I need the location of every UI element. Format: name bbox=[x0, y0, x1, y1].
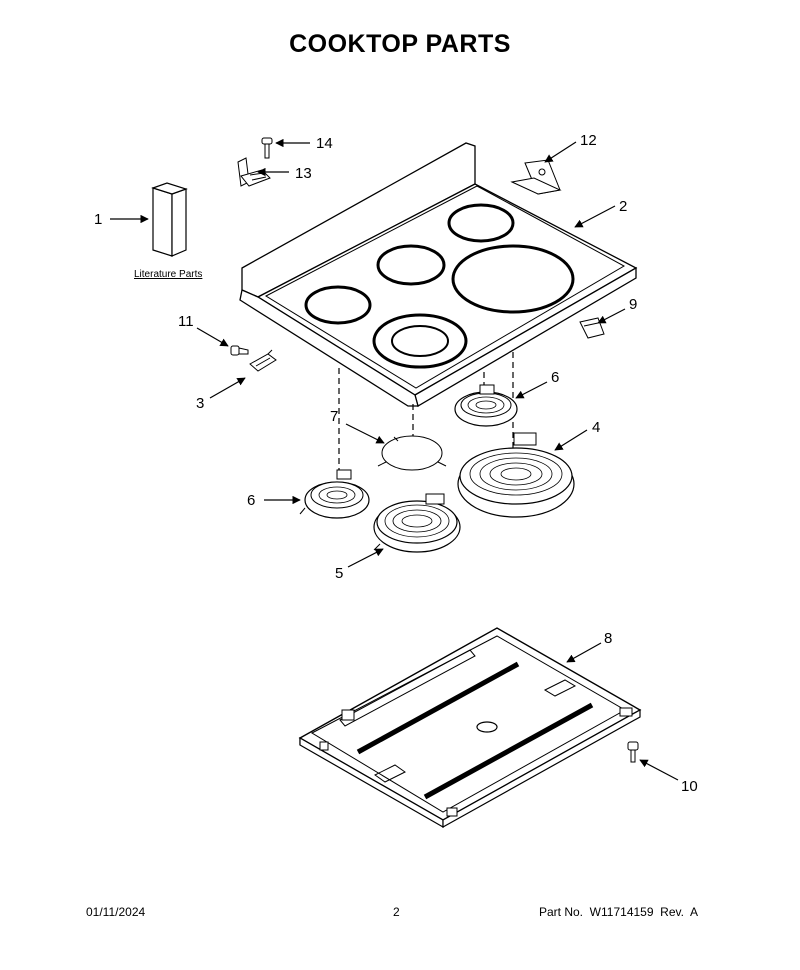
callout-1: 1 bbox=[94, 211, 102, 228]
switch-3 bbox=[249, 349, 277, 372]
callout-4: 4 bbox=[592, 419, 600, 436]
screw-10 bbox=[627, 741, 639, 763]
cooktop-main-top bbox=[239, 142, 638, 407]
callout-11: 11 bbox=[178, 313, 194, 330]
literature-parts-label: Literature Parts bbox=[134, 269, 202, 280]
footer-date: 01/11/2024 bbox=[86, 905, 146, 919]
callout-7: 7 bbox=[330, 408, 338, 425]
small-element-6-lower bbox=[299, 469, 370, 519]
screw-14 bbox=[261, 137, 273, 159]
medium-element-5 bbox=[373, 493, 461, 553]
callout-13: 13 bbox=[295, 165, 312, 182]
callout-14: 14 bbox=[316, 135, 333, 152]
clip-9 bbox=[579, 317, 605, 339]
callout-12: 12 bbox=[580, 132, 597, 149]
sensor-disc-7 bbox=[377, 435, 447, 471]
small-element-6-upper bbox=[454, 384, 518, 427]
page-title: COOKTOP PARTS bbox=[289, 30, 511, 58]
bracket-12 bbox=[510, 159, 562, 195]
callout-10: 10 bbox=[681, 778, 698, 795]
burner-box-pan-8 bbox=[298, 627, 642, 829]
callout-2: 2 bbox=[619, 198, 627, 215]
callout-8: 8 bbox=[604, 630, 612, 647]
callout-6-upper: 6 bbox=[551, 369, 559, 386]
cooktop-burner-rings bbox=[304, 203, 575, 369]
screw-11 bbox=[230, 345, 249, 356]
literature-booklet bbox=[151, 182, 188, 257]
callout-9: 9 bbox=[629, 296, 637, 313]
footer-page-number: 2 bbox=[393, 905, 400, 919]
callout-3: 3 bbox=[196, 395, 204, 412]
footer-part-number: Part No. W11714159 Rev. A bbox=[539, 905, 698, 919]
assembly-leader-lines bbox=[338, 352, 514, 475]
callout-5: 5 bbox=[335, 565, 343, 582]
large-element-4 bbox=[457, 432, 575, 518]
callout-6-lower: 6 bbox=[247, 492, 255, 509]
callout-arrows bbox=[110, 138, 679, 781]
